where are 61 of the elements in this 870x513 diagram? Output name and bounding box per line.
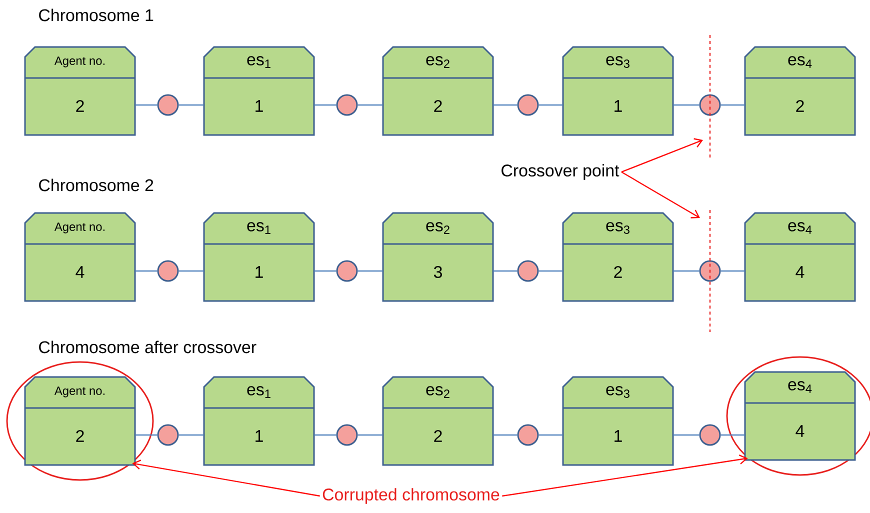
gene-box: es$_{1}$ 1 — [203, 376, 315, 466]
junction-circle — [517, 260, 539, 282]
connector-line — [314, 270, 336, 272]
gene-box: es$_{1}$ 1 — [203, 212, 315, 302]
connector-line — [493, 270, 518, 272]
connector-line — [314, 434, 336, 436]
gene-box: es$_{3}$ 1 — [562, 376, 674, 466]
gene-box: Agent no. 4 — [24, 212, 136, 302]
connector-line — [673, 104, 700, 106]
gene-box: es$_{2}$ 3 — [382, 212, 494, 302]
connector-line — [538, 104, 563, 106]
junction-circle — [699, 94, 721, 116]
callout-text: Corrupted chromosome — [322, 488, 500, 504]
gene-box: es$_{3}$ 2 — [562, 212, 674, 302]
connector-line — [358, 104, 383, 106]
junction-circle — [157, 260, 179, 282]
junction-circle — [336, 94, 358, 116]
gene-box: es$_{4}$ 4 — [744, 212, 856, 302]
row-title: Chromosome 1 — [39, 8, 154, 22]
connector-line — [720, 270, 745, 272]
connector-line — [178, 270, 204, 272]
junction-circle — [699, 424, 721, 446]
connector-line — [538, 270, 563, 272]
connector-line — [358, 270, 383, 272]
arrow — [132, 460, 320, 497]
connector-line — [720, 434, 745, 436]
connector-line — [135, 270, 158, 272]
arrow — [621, 171, 700, 218]
junction-circle — [157, 94, 179, 116]
row-title: Chromosome after crossover — [39, 340, 256, 354]
junction-circle — [336, 424, 358, 446]
gene-box: es$_{2}$ 2 — [382, 46, 494, 136]
gene-box: Agent no. 2 — [24, 46, 136, 136]
connector-line — [720, 104, 745, 106]
connector-line — [135, 434, 158, 436]
junction-circle — [336, 260, 358, 282]
arrow — [621, 138, 703, 173]
connector-line — [673, 434, 700, 436]
connector-line — [493, 434, 518, 436]
connector-line — [493, 104, 518, 106]
connector-line — [538, 434, 563, 436]
gene-box: es$_{3}$ 1 — [562, 46, 674, 136]
connector-line — [673, 270, 700, 272]
gene-box: es$_{1}$ 1 — [203, 46, 315, 136]
callout-text: Crossover point — [502, 164, 620, 180]
gene-box: es$_{2}$ 2 — [382, 376, 494, 466]
connector-line — [135, 104, 158, 106]
gene-box: es$_{4}$ 4 — [744, 371, 856, 461]
row-title: Chromosome 2 — [39, 178, 154, 192]
junction-circle — [699, 260, 721, 282]
junction-circle — [517, 424, 539, 446]
gene-box: Agent no. 2 — [24, 376, 136, 466]
connector-line — [178, 104, 204, 106]
junction-circle — [157, 424, 179, 446]
junction-circle — [517, 94, 539, 116]
highlight-ellipse — [6, 361, 154, 481]
connector-line — [358, 434, 383, 436]
gene-box: es$_{4}$ 2 — [744, 46, 856, 136]
arrow — [502, 454, 748, 497]
connector-line — [314, 104, 336, 106]
connector-line — [178, 434, 204, 436]
